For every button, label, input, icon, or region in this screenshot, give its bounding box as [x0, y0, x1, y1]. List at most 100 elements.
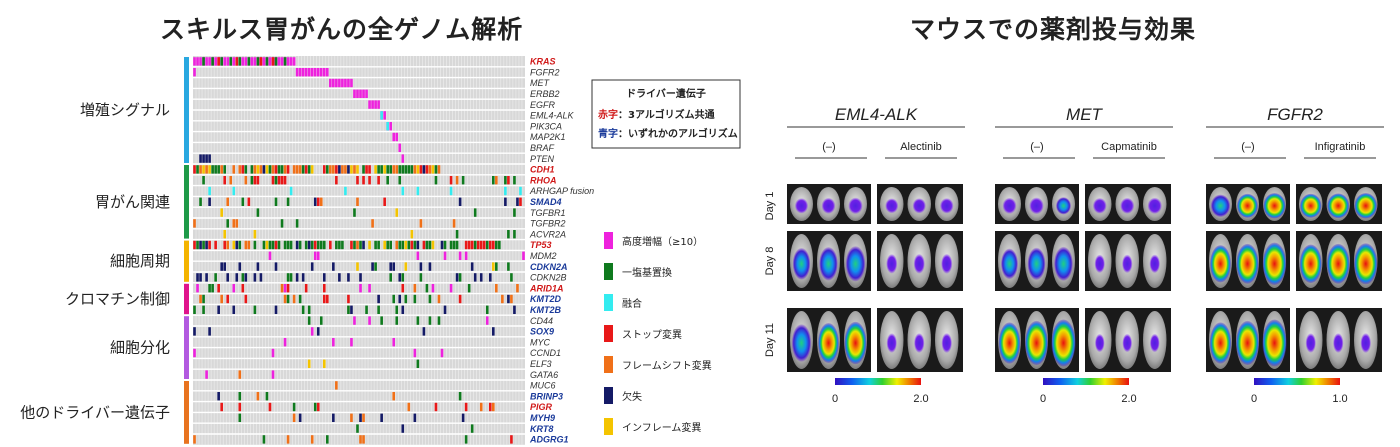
mutation-cell	[298, 413, 302, 422]
mutation-cell	[286, 435, 290, 444]
mutation-cell	[292, 413, 296, 422]
mutation-cell	[383, 111, 386, 120]
driver-box-blue-key: 青字	[598, 127, 618, 140]
gene-label: ADGRG1	[529, 435, 569, 445]
mutation-cell	[280, 176, 284, 185]
mutation-cell	[271, 370, 275, 379]
signal-spot	[941, 253, 953, 274]
mutation-cell	[202, 305, 205, 314]
mutation-cell	[205, 165, 208, 174]
mutation-cell	[449, 240, 453, 250]
mutation-cell	[452, 240, 456, 250]
mutation-cell	[298, 240, 302, 250]
mutation-cell	[413, 165, 417, 174]
mutation-cell	[350, 78, 353, 88]
mutation-cell	[244, 294, 248, 304]
mutation-cell	[377, 165, 380, 174]
gene-label: RHOA	[530, 175, 557, 185]
mutation-cell	[271, 240, 275, 250]
mutation-cell	[322, 284, 326, 293]
mutation-cell	[277, 176, 281, 185]
gene-label: PIK3CA	[530, 121, 562, 131]
mutation-cell	[193, 57, 196, 66]
mutation-cell	[199, 273, 202, 282]
mutation-cell	[492, 240, 495, 250]
mutation-cell	[431, 284, 435, 293]
mutation-cell	[449, 176, 453, 185]
mutation-cell	[371, 219, 374, 228]
driver-box-red-text: ：3アルゴリズム共通	[618, 108, 715, 121]
mutation-cell	[356, 197, 359, 206]
mutation-cell	[389, 165, 392, 174]
mutation-cell	[395, 305, 399, 314]
mutation-cell	[256, 392, 260, 401]
mutation-cell	[223, 165, 226, 174]
mutation-cell	[244, 57, 248, 66]
mutation-cell	[374, 100, 377, 109]
mutation-cell	[413, 240, 417, 250]
mutation-cell	[401, 154, 405, 163]
mutation-cell	[202, 154, 205, 163]
mutation-cell	[416, 359, 420, 368]
mutation-cell	[316, 327, 320, 336]
mutation-cell	[452, 219, 456, 228]
mutation-cell	[226, 240, 230, 250]
mutation-cell	[262, 165, 266, 174]
gene-label: ACVR2A	[529, 229, 566, 239]
gene-label: FGFR2	[530, 67, 560, 77]
legend-swatch	[604, 356, 613, 373]
mutation-cell	[332, 338, 335, 347]
mutation-cell	[256, 208, 260, 217]
legend-label: ストップ変異	[622, 328, 682, 341]
mutation-cell	[268, 240, 272, 250]
mutation-cell	[519, 197, 522, 206]
mutation-cell	[359, 413, 362, 422]
mutation-cell	[208, 154, 211, 163]
mutation-cell	[329, 78, 332, 88]
mutation-cell	[464, 402, 468, 412]
mutation-cell	[341, 78, 344, 88]
mutation-cell	[256, 57, 260, 66]
group-bar	[184, 165, 189, 239]
mutation-cell	[256, 165, 260, 174]
signal-spot	[1149, 333, 1160, 353]
mutation-cell	[356, 165, 359, 174]
mutation-cell	[301, 305, 305, 314]
group-label: 細胞分化	[110, 339, 170, 357]
mutation-cell	[316, 251, 320, 260]
mutation-cell	[404, 294, 408, 304]
mutation-cell	[208, 57, 211, 66]
mutation-cell	[365, 165, 368, 174]
mutation-cell	[241, 284, 245, 293]
mutation-cell	[428, 262, 432, 271]
mutation-cell	[347, 273, 350, 282]
mutation-cell	[377, 294, 380, 304]
mutation-cell	[289, 273, 293, 282]
mutation-cell	[395, 240, 399, 250]
gene-label: CD44	[530, 316, 553, 326]
signal-spot	[1122, 333, 1133, 353]
gene-label: ERBB2	[530, 89, 560, 99]
mutation-cell	[235, 273, 239, 282]
legend-label: 融合	[622, 297, 642, 310]
mutation-cell	[368, 240, 371, 250]
mutation-cell	[332, 413, 335, 422]
mutation-cell	[307, 316, 311, 325]
color-scale-bar	[1043, 378, 1129, 385]
mutation-cell	[274, 240, 278, 250]
mutation-cell	[368, 176, 371, 185]
mutation-cell	[356, 176, 359, 185]
mutation-cell	[322, 273, 326, 282]
panel-title: EML4-ALK	[835, 105, 918, 124]
mutation-cell	[208, 186, 211, 196]
driver-box-red-key: 赤字	[598, 108, 618, 121]
mutation-cell	[338, 273, 341, 282]
mutation-cell	[283, 284, 287, 293]
mutation-cell	[522, 251, 525, 260]
group-bar	[184, 240, 189, 282]
control-label: (–)	[822, 141, 835, 153]
gene-label: CDH1	[530, 165, 555, 175]
mutation-cell	[488, 240, 492, 250]
mutation-cell	[362, 435, 365, 444]
